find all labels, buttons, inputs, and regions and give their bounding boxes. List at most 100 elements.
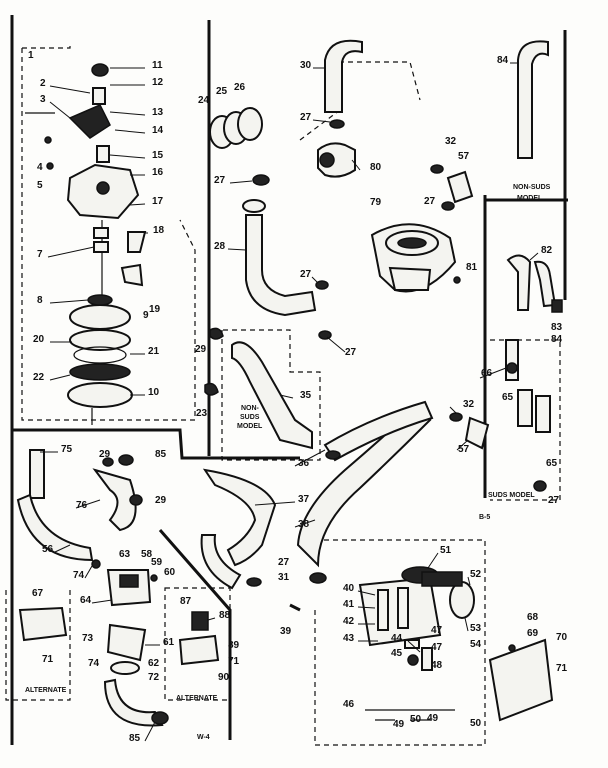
part-callout-number: 71: [228, 656, 240, 667]
part-callout-number: 24: [198, 95, 210, 106]
part-callout-number: 16: [152, 167, 164, 178]
model-note-label: MODEL: [517, 195, 543, 202]
part-callout-number: 60: [164, 567, 176, 578]
separator-lines: [10, 15, 568, 745]
part-callout-number: 85: [155, 449, 167, 460]
part-callout-number: 84: [497, 55, 509, 66]
part-callout-number: 29: [99, 449, 111, 460]
part-callout-number: 75: [61, 444, 73, 455]
part-callout-number: 4: [37, 162, 43, 173]
part-callout-number: 25: [216, 86, 228, 97]
part-callout-number: 50: [410, 714, 422, 725]
part-callout-number: 57: [458, 444, 470, 455]
part-callout-number: 76: [76, 500, 88, 511]
part-callout-number: 51: [440, 545, 452, 556]
part-callout-number: 49: [427, 713, 439, 724]
model-note-label: NON-SUDS: [513, 184, 551, 191]
part-callout-number: 36: [298, 458, 310, 469]
part-callout-number: 27: [548, 495, 560, 506]
part-callout-number: 38: [298, 519, 310, 530]
part-callout-number: 87: [180, 596, 192, 607]
part-callout-number: 50: [470, 718, 482, 729]
part-callout-number: 49: [393, 719, 405, 730]
part-callout-number: 68: [527, 612, 539, 623]
right-tubes: [430, 40, 563, 492]
part-callout-number: 29: [155, 495, 167, 506]
part-callout-number: 11: [152, 60, 163, 71]
part-callout-number: 57: [458, 151, 470, 162]
part-callout-number: 27: [214, 175, 226, 186]
model-note-label: ALTERNATE: [25, 687, 67, 694]
part-callout-number: 39: [280, 626, 292, 637]
part-callout-number: 31: [278, 572, 290, 583]
part-callout-number: 59: [151, 557, 163, 568]
part-callout-number: 81: [466, 262, 478, 273]
part-callout-number: 18: [153, 225, 165, 236]
part-callout-number: 43: [343, 633, 355, 644]
model-note-label: SUDS MODEL: [488, 492, 535, 499]
part-callout-number: 35: [300, 390, 312, 401]
part-callout-number: 9: [143, 310, 149, 321]
part-callout-number: 13: [152, 107, 164, 118]
part-callout-number: 70: [556, 632, 568, 643]
part-callout-number: 8: [37, 295, 43, 306]
drain-hoses: [200, 107, 434, 590]
part-callout-number: 48: [431, 660, 443, 671]
part-callout-number: 45: [391, 648, 403, 659]
leader-lines: [40, 62, 539, 742]
model-note-label: W-4: [197, 734, 210, 741]
group-outlines: [5, 42, 561, 746]
drain-pump-assembly: [16, 449, 220, 727]
part-callout-number: 67: [32, 588, 44, 599]
part-callout-number: 44: [391, 633, 403, 644]
part-callout-number: 41: [343, 599, 355, 610]
part-callout-number: 69: [527, 628, 539, 639]
part-callout-number: 27: [424, 196, 436, 207]
part-callout-number: 29: [195, 344, 207, 355]
part-callout-number: 65: [502, 392, 514, 403]
pump-housing: [317, 39, 461, 293]
part-callout-number: 19: [149, 304, 161, 315]
part-callout-number: 64: [80, 595, 92, 606]
part-callout-number: 21: [148, 346, 160, 357]
part-callout-number: 72: [148, 672, 160, 683]
part-callout-number: 12: [152, 77, 164, 88]
part-callout-number: 63: [119, 549, 131, 560]
part-callout-number: 27: [300, 269, 312, 280]
part-callout-number: 83: [551, 322, 563, 333]
part-callout-number: 74: [73, 570, 85, 581]
part-callout-number: 17: [152, 196, 164, 207]
part-callout-number: 3: [40, 94, 46, 105]
part-callout-number: 56: [42, 544, 54, 555]
part-callout-number: 54: [470, 639, 482, 650]
part-callout-number: 14: [152, 125, 164, 136]
model-note-label: NON-: [241, 405, 260, 412]
model-note-label: B-5: [479, 514, 490, 521]
part-callout-number: 28: [214, 241, 226, 252]
part-callout-number: 88: [219, 610, 231, 621]
part-callout-number: 27: [278, 557, 290, 568]
part-callout-number: 7: [37, 249, 43, 260]
part-callout-number: 37: [298, 494, 310, 505]
part-callout-number: 84: [551, 334, 563, 345]
part-callout-number: 5: [37, 180, 43, 191]
motor-assembly: [358, 566, 554, 722]
part-callout-number: 66: [481, 368, 493, 379]
part-callout-number: 15: [152, 150, 164, 161]
part-callout-number: 23: [196, 408, 208, 419]
pump-assembly: [25, 63, 147, 425]
model-note-label: ALTERNATE: [176, 695, 218, 702]
part-callout-number: 79: [370, 197, 382, 208]
part-callout-number: 47: [431, 642, 443, 653]
part-callout-number: 74: [88, 658, 100, 669]
part-callout-number: 89: [228, 640, 240, 651]
part-callout-number: 20: [33, 334, 45, 345]
part-callout-number: 52: [470, 569, 482, 580]
part-callout-number: 40: [343, 583, 355, 594]
part-callout-number: 90: [218, 672, 230, 683]
part-callout-number: 32: [463, 399, 475, 410]
